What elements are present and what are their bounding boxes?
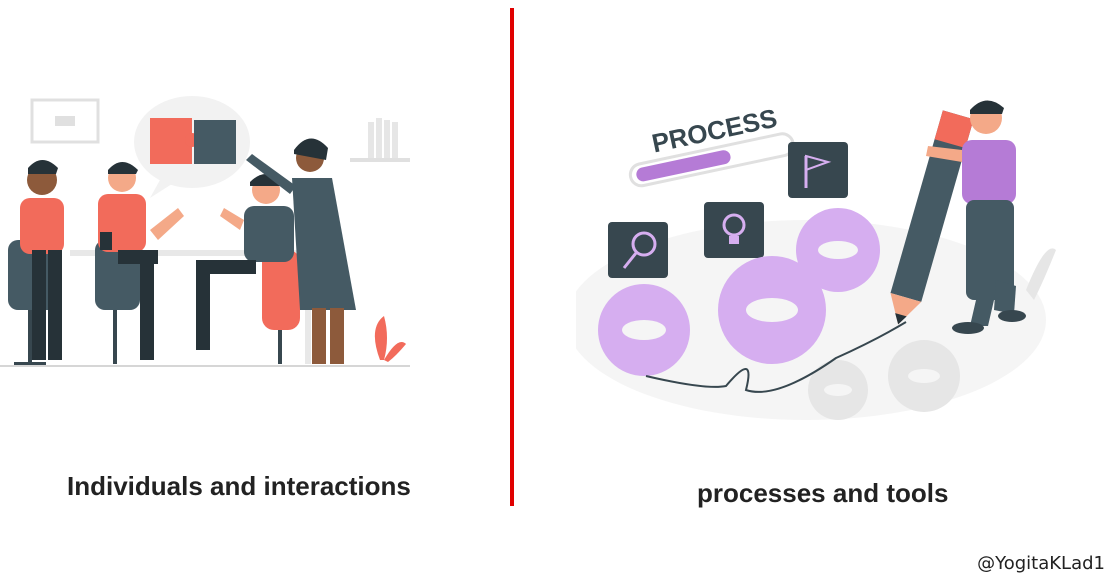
magnifier-icon	[608, 222, 668, 278]
watermark-handle: @YogitaKLad1	[977, 553, 1105, 574]
gear-icon	[718, 256, 826, 364]
gear-icon	[796, 208, 880, 292]
team-meeting-illustration	[0, 96, 410, 367]
gear-icon	[888, 340, 960, 412]
process-tools-illustration: PROCESS	[576, 100, 1056, 420]
right-panel: PROCESS	[516, 0, 1115, 587]
caption-processes-and-tools: processes and tools	[697, 478, 949, 508]
gear-icon	[808, 360, 868, 420]
lightbulb-icon	[704, 202, 764, 258]
flag-icon	[788, 142, 848, 198]
caption-individuals-and-interactions: Individuals and interactions	[67, 471, 411, 501]
vertical-divider	[510, 8, 514, 506]
left-panel: Individuals and interactions	[0, 0, 510, 587]
gear-icon	[598, 284, 690, 376]
